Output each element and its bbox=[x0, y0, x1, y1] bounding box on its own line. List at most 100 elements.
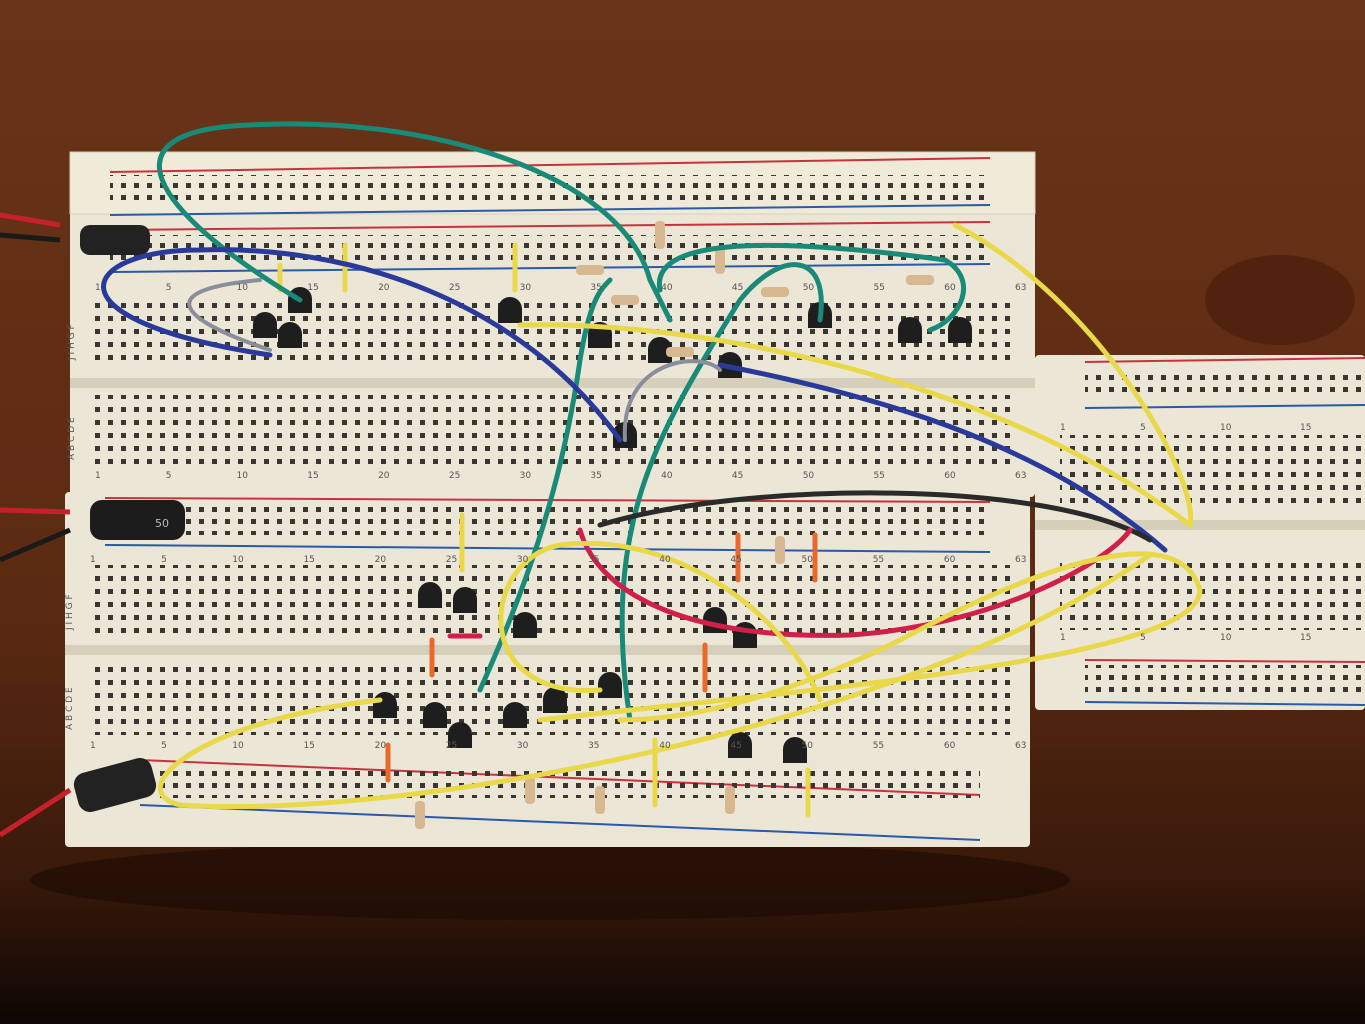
column-number: 5 bbox=[166, 471, 172, 481]
wire-teal bbox=[477, 277, 613, 693]
wire-yellow bbox=[498, 540, 823, 703]
transistor bbox=[503, 702, 527, 728]
column-number: 5 bbox=[166, 283, 172, 293]
column-number: 45 bbox=[732, 471, 743, 481]
column-number: 15 bbox=[1300, 633, 1311, 643]
column-number: 1 bbox=[1060, 633, 1066, 643]
wire-yellow bbox=[537, 551, 1203, 723]
column-number: 10 bbox=[237, 471, 249, 481]
resistor bbox=[611, 295, 639, 305]
resistor bbox=[775, 536, 785, 564]
column-number: 35 bbox=[588, 741, 599, 751]
column-number: 10 bbox=[232, 741, 244, 751]
transistor bbox=[423, 702, 447, 728]
column-number: 5 bbox=[1140, 423, 1146, 433]
transistor bbox=[498, 297, 522, 323]
column-number: 1 bbox=[1060, 423, 1066, 433]
transistor bbox=[543, 687, 567, 713]
transistor bbox=[513, 612, 537, 638]
column-number: 15 bbox=[303, 741, 314, 751]
resistor bbox=[761, 287, 789, 297]
transistor bbox=[948, 317, 972, 343]
column-number: 25 bbox=[449, 283, 460, 293]
column-number: 1 bbox=[95, 283, 101, 293]
row-letters-lower: A B C D E bbox=[67, 417, 77, 460]
resistor bbox=[725, 786, 735, 814]
column-number: 55 bbox=[873, 471, 884, 481]
column-number: 35 bbox=[588, 555, 599, 565]
column-number: 15 bbox=[1300, 423, 1311, 433]
column-number: 50 bbox=[802, 741, 814, 751]
resistor bbox=[666, 347, 694, 357]
transistor bbox=[418, 582, 442, 608]
row-letters-upper: J I H G F bbox=[67, 324, 77, 361]
wire-red bbox=[577, 527, 1133, 638]
column-number: 10 bbox=[232, 555, 244, 565]
column-number: 5 bbox=[161, 555, 167, 565]
column-number: 55 bbox=[873, 741, 884, 751]
resistor bbox=[576, 265, 604, 275]
wire-blue bbox=[101, 247, 623, 443]
column-number: 35 bbox=[590, 471, 601, 481]
resistor bbox=[655, 221, 665, 249]
column-number: 63 bbox=[1015, 471, 1026, 481]
breadboard-right bbox=[1035, 355, 1365, 710]
wire-blue bbox=[717, 362, 1168, 553]
column-number: 5 bbox=[161, 741, 167, 751]
column-number: 40 bbox=[659, 555, 671, 565]
column-number: 30 bbox=[520, 283, 532, 293]
column-number: 15 bbox=[303, 555, 314, 565]
column-number: 30 bbox=[517, 741, 529, 751]
row-letters-upper-b: J I H G F bbox=[65, 594, 75, 631]
transistor bbox=[253, 312, 277, 338]
transistor bbox=[373, 692, 397, 718]
wire-teal bbox=[656, 242, 967, 333]
column-number: 1 bbox=[95, 471, 101, 481]
column-number: 20 bbox=[378, 471, 390, 481]
breadboard-bottom bbox=[65, 492, 1030, 847]
column-number: 30 bbox=[517, 555, 529, 565]
column-number: 60 bbox=[944, 283, 956, 293]
resistor bbox=[525, 776, 535, 804]
column-number: 1 bbox=[90, 555, 96, 565]
power-leads bbox=[0, 212, 72, 838]
transistor bbox=[448, 722, 472, 748]
column-number: 63 bbox=[1015, 283, 1026, 293]
column-number: 25 bbox=[449, 471, 460, 481]
transistor bbox=[898, 317, 922, 343]
column-number: 63 bbox=[1015, 741, 1026, 751]
column-number: 63 bbox=[1015, 555, 1026, 565]
column-number: 35 bbox=[590, 283, 601, 293]
column-number: 10 bbox=[237, 283, 249, 293]
resistor bbox=[415, 801, 425, 829]
column-number: 5 bbox=[1140, 633, 1146, 643]
transistor bbox=[278, 322, 302, 348]
column-number: 20 bbox=[378, 283, 390, 293]
column-number: 10 bbox=[1220, 633, 1232, 643]
column-number: 40 bbox=[661, 471, 673, 481]
resistor bbox=[906, 275, 934, 285]
column-number: 45 bbox=[730, 555, 741, 565]
column-number: 60 bbox=[944, 741, 956, 751]
column-number: 60 bbox=[944, 471, 956, 481]
wire-yellow bbox=[517, 222, 1194, 530]
capacitor-marking: 50 bbox=[155, 517, 169, 530]
board-shadow bbox=[30, 840, 1070, 920]
wire-yellow bbox=[157, 552, 1153, 810]
column-number: 40 bbox=[661, 283, 673, 293]
transistor bbox=[598, 672, 622, 698]
column-number: 30 bbox=[520, 471, 532, 481]
electrolytic-capacitors bbox=[73, 225, 185, 812]
transistor bbox=[733, 622, 757, 648]
resistor bbox=[595, 786, 605, 814]
transistor bbox=[648, 337, 672, 363]
wire-teal bbox=[619, 262, 824, 723]
wire-teal bbox=[156, 121, 673, 323]
resistor bbox=[715, 246, 725, 274]
column-number: 50 bbox=[802, 555, 814, 565]
wire-gray bbox=[187, 278, 272, 352]
